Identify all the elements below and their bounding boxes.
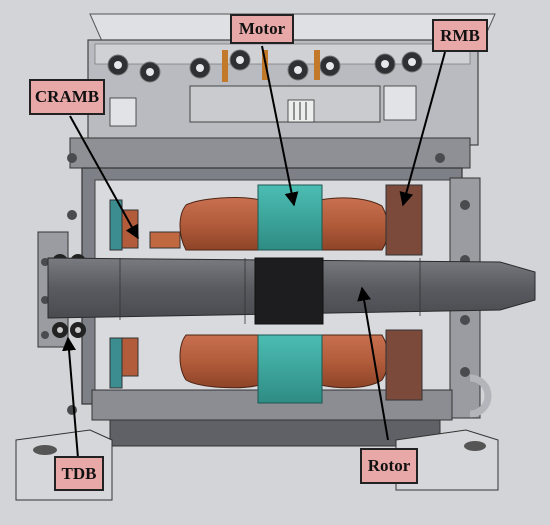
rotor-shaft <box>47 257 536 325</box>
motor-label: Motor <box>230 14 294 44</box>
rotor-pointer-arrow-icon <box>357 286 389 441</box>
tdb-pointer-arrow-icon <box>62 336 79 459</box>
rmb-label: RMB <box>432 19 488 52</box>
rmb-pointer-arrow-icon <box>399 51 446 207</box>
pointer-lines <box>62 45 446 459</box>
cramb-label: CRAMB <box>29 79 105 115</box>
tdb-label: TDB <box>54 456 104 491</box>
cramb-pointer-arrow-icon <box>69 115 139 240</box>
radial-magnetic-bearing <box>385 184 423 401</box>
motor-pointer-arrow-icon <box>261 45 299 207</box>
rotor-label: Rotor <box>360 448 418 484</box>
